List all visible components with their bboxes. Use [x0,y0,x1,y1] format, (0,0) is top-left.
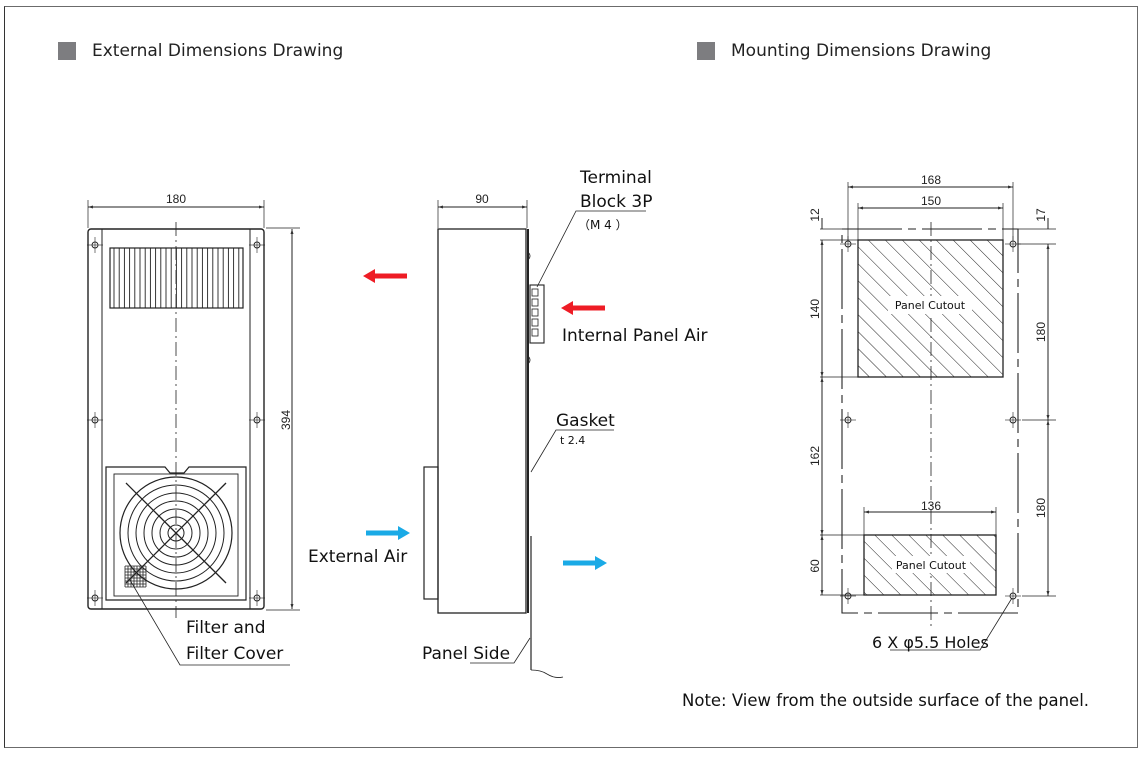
mount-top-right-offset-dim: 17 [1034,208,1048,222]
upper-cutout-label: Panel Cutout [895,299,966,312]
terminal-label-line1: Terminal [579,168,652,188]
filter-cover [105,466,247,601]
mount-middle-gap-dim: 162 [808,446,822,466]
mount-right-lower-dim: 180 [1034,498,1048,518]
terminal-slot [531,298,539,307]
mount-upper-cutout-height-dim: 140 [808,299,822,319]
external-air-out-arrow-icon [563,556,607,570]
mounting-hole-icon [249,412,265,428]
mounting-hole-icon [249,590,265,606]
gasket-sub-label: t 2.4 [560,434,585,447]
panel-side-label: Panel Side [422,644,510,664]
external-air-label: External Air [308,547,407,567]
section-marker-icon [697,42,715,60]
terminal-slot [531,328,539,337]
side-depth-dim: 90 [475,192,489,206]
mount-lower-cutout-width-dim: 136 [921,499,941,513]
internal-air-arrow-icon [561,301,605,315]
mount-outer-width-dim: 168 [921,173,941,187]
terminal-label-line2: Block 3P [580,192,652,212]
panel-side-leader [470,637,531,664]
filter-leader [129,579,290,666]
gasket-leader [530,429,614,473]
mounting-view [820,182,1056,651]
mounting-hole-icon [87,237,103,253]
drawing-frame [4,6,1138,748]
external-dimensions-title: External Dimensions Drawing [92,41,344,61]
internal-air-label: Internal Panel Air [562,326,708,346]
terminal-slot [531,308,539,317]
section-marker-icon [58,42,76,60]
terminal-leader [536,210,646,288]
external-air-in-arrow-icon [366,526,410,540]
lower-cutout-label: Panel Cutout [896,559,967,572]
filter-label-line1: Filter and [186,618,266,638]
terminal-slot [531,318,539,327]
mounting-hole-icon [1005,588,1021,604]
terminal-sub-label: （M 4 ） [578,218,628,232]
mounting-hole-icon [840,588,856,604]
mounting-hole-icon [840,236,856,252]
front-height-dim: 394 [279,410,293,430]
mounting-dimensions-title: Mounting Dimensions Drawing [731,41,992,61]
front-view [87,200,300,666]
mount-upper-cutout-width-dim: 150 [921,194,941,208]
front-width-dim: 180 [166,192,186,206]
mounting-hole-icon [249,237,265,253]
mount-lower-cutout-height-dim: 60 [808,559,822,573]
terminal-slot [531,288,539,297]
gasket-label: Gasket [556,411,615,431]
exhaust-air-arrow-icon [363,269,407,283]
mounting-hole-icon [1005,412,1021,428]
filter-mesh [124,565,147,588]
drawing-note: Note: View from the outside surface of t… [682,691,1090,710]
mounting-hole-icon [840,412,856,428]
mounting-hole-icon [87,412,103,428]
unit-footprint [841,228,1019,614]
mounting-hole-icon [87,590,103,606]
mount-right-upper-dim: 180 [1034,322,1048,342]
external-dimensions-heading: External Dimensions Drawing [58,41,343,61]
side-view [423,200,646,678]
holes-label: 6 X φ5.5 Holes [872,633,989,652]
external-intake-housing [423,466,439,600]
terminal-block [529,284,545,344]
holes-leader [890,597,1013,651]
filter-label-line2: Filter Cover [186,644,283,664]
mount-top-left-offset-dim: 12 [808,208,822,222]
mounting-dimensions-heading: Mounting Dimensions Drawing [697,41,991,61]
side-body [437,228,527,614]
